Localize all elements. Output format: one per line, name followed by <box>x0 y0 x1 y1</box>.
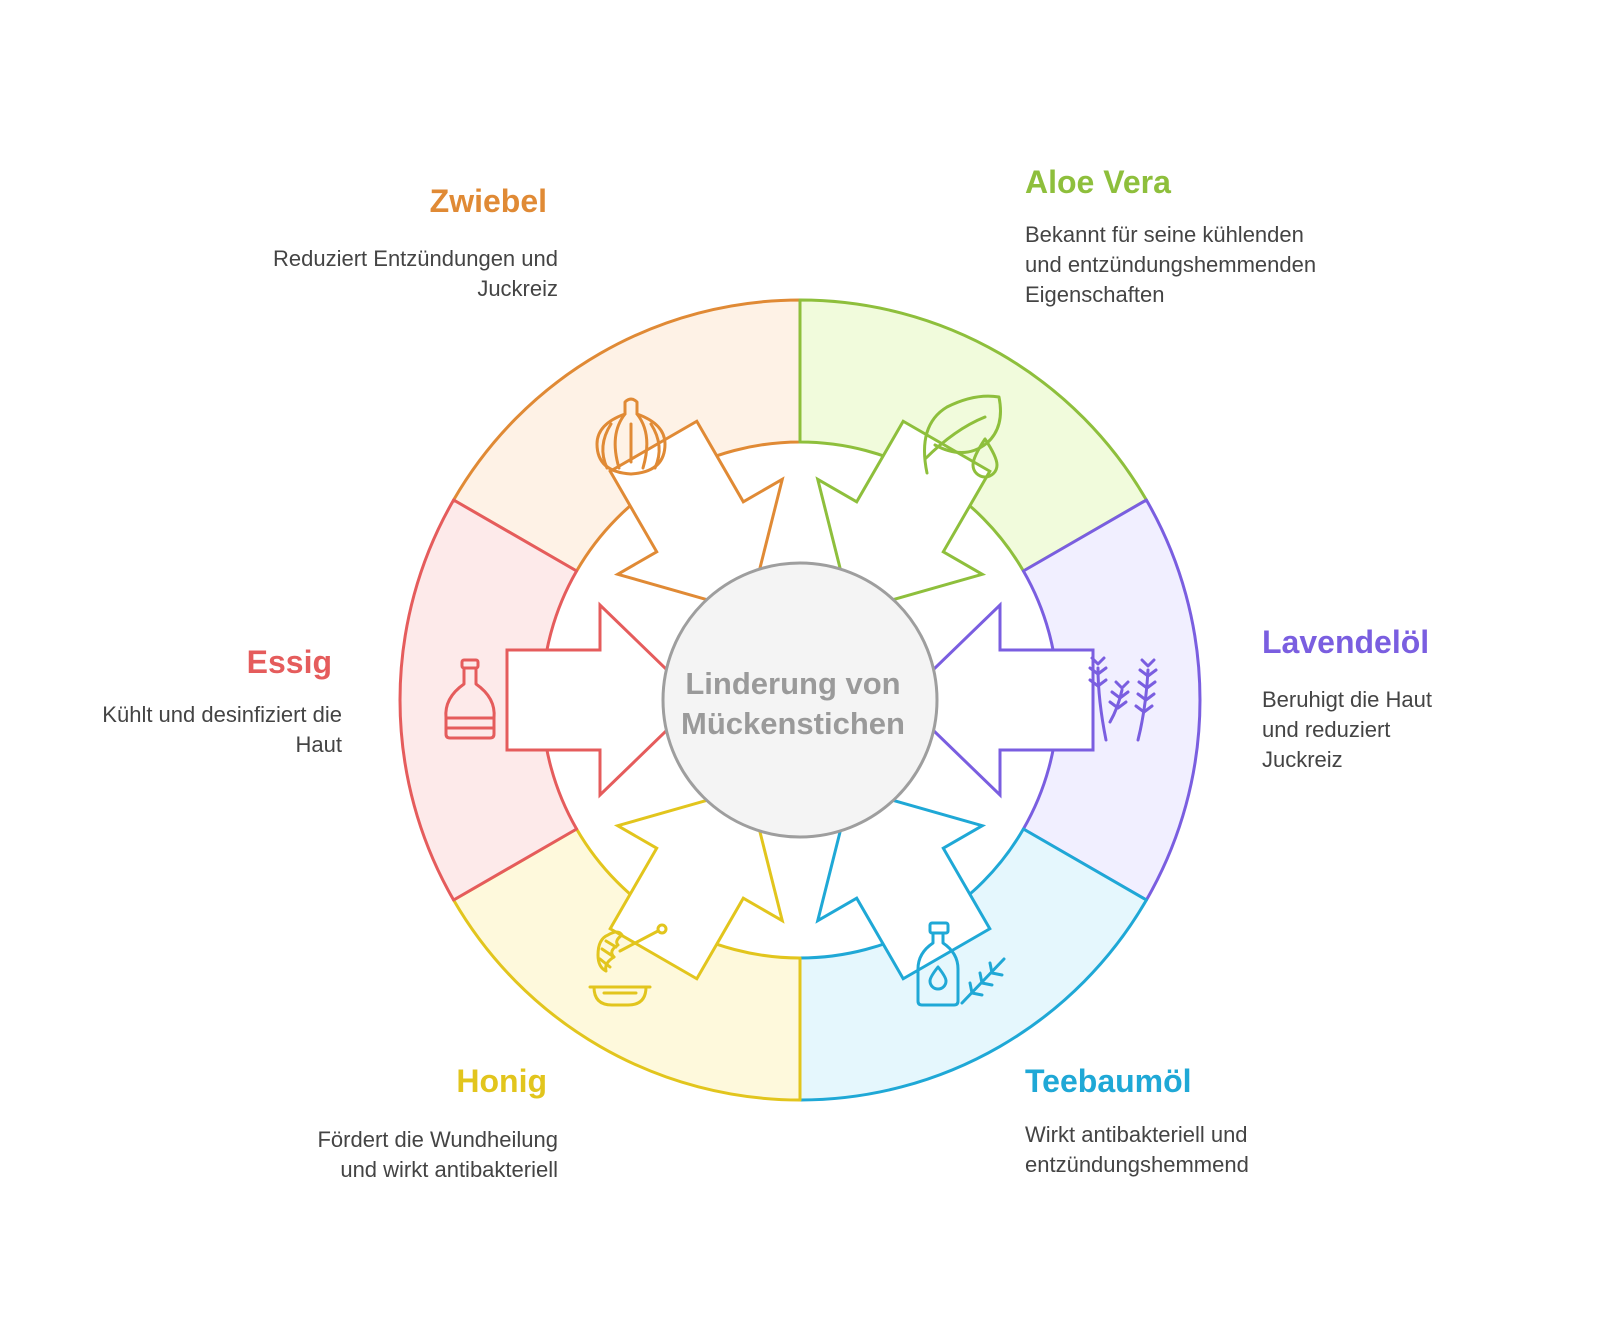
teebaumoel-description: Wirkt antibakteriell und entzündungshemm… <box>1025 1122 1249 1177</box>
essig-description: Kühlt und desinfiziert die Haut <box>102 702 342 757</box>
zwiebel-description: Reduziert Entzündungen und Juckreiz <box>273 246 558 301</box>
aloe-vera-title: Aloe Vera <box>1025 164 1171 200</box>
center-label-line2: Mückenstichen <box>681 706 905 741</box>
lavendeloel-title: Lavendelöl <box>1262 624 1430 660</box>
vinegar-bottle-icon <box>444 658 496 740</box>
essig-arrow <box>505 601 701 799</box>
honey-dipper-icon <box>588 923 668 1007</box>
teebaumoel-title: Teebaumöl <box>1025 1063 1192 1099</box>
essig-title: Essig <box>246 644 332 680</box>
aloe-arrow <box>815 419 992 614</box>
lavendel-arrow <box>899 601 1095 799</box>
center-hub: Linderung von Mückenstichen <box>661 561 939 839</box>
honig-description: Fördert die Wundheilung und wirkt antiba… <box>317 1127 558 1182</box>
leaf-drop-icon <box>923 394 1002 479</box>
zwiebel-title: Zwiebel <box>429 183 547 219</box>
oil-bottle-herb-icon <box>916 921 1006 1007</box>
lavender-icon <box>1088 656 1158 742</box>
onion-icon <box>595 397 667 476</box>
honig-arrow <box>608 786 785 981</box>
center-label-line1: Linderung von <box>685 666 900 701</box>
lavendeloel-description: Beruhigt die Haut und reduziert Juckreiz <box>1262 687 1432 772</box>
honig-title: Honig <box>456 1063 547 1099</box>
aloe-vera-description: Bekannt für seine kühlenden und entzündu… <box>1025 222 1317 307</box>
